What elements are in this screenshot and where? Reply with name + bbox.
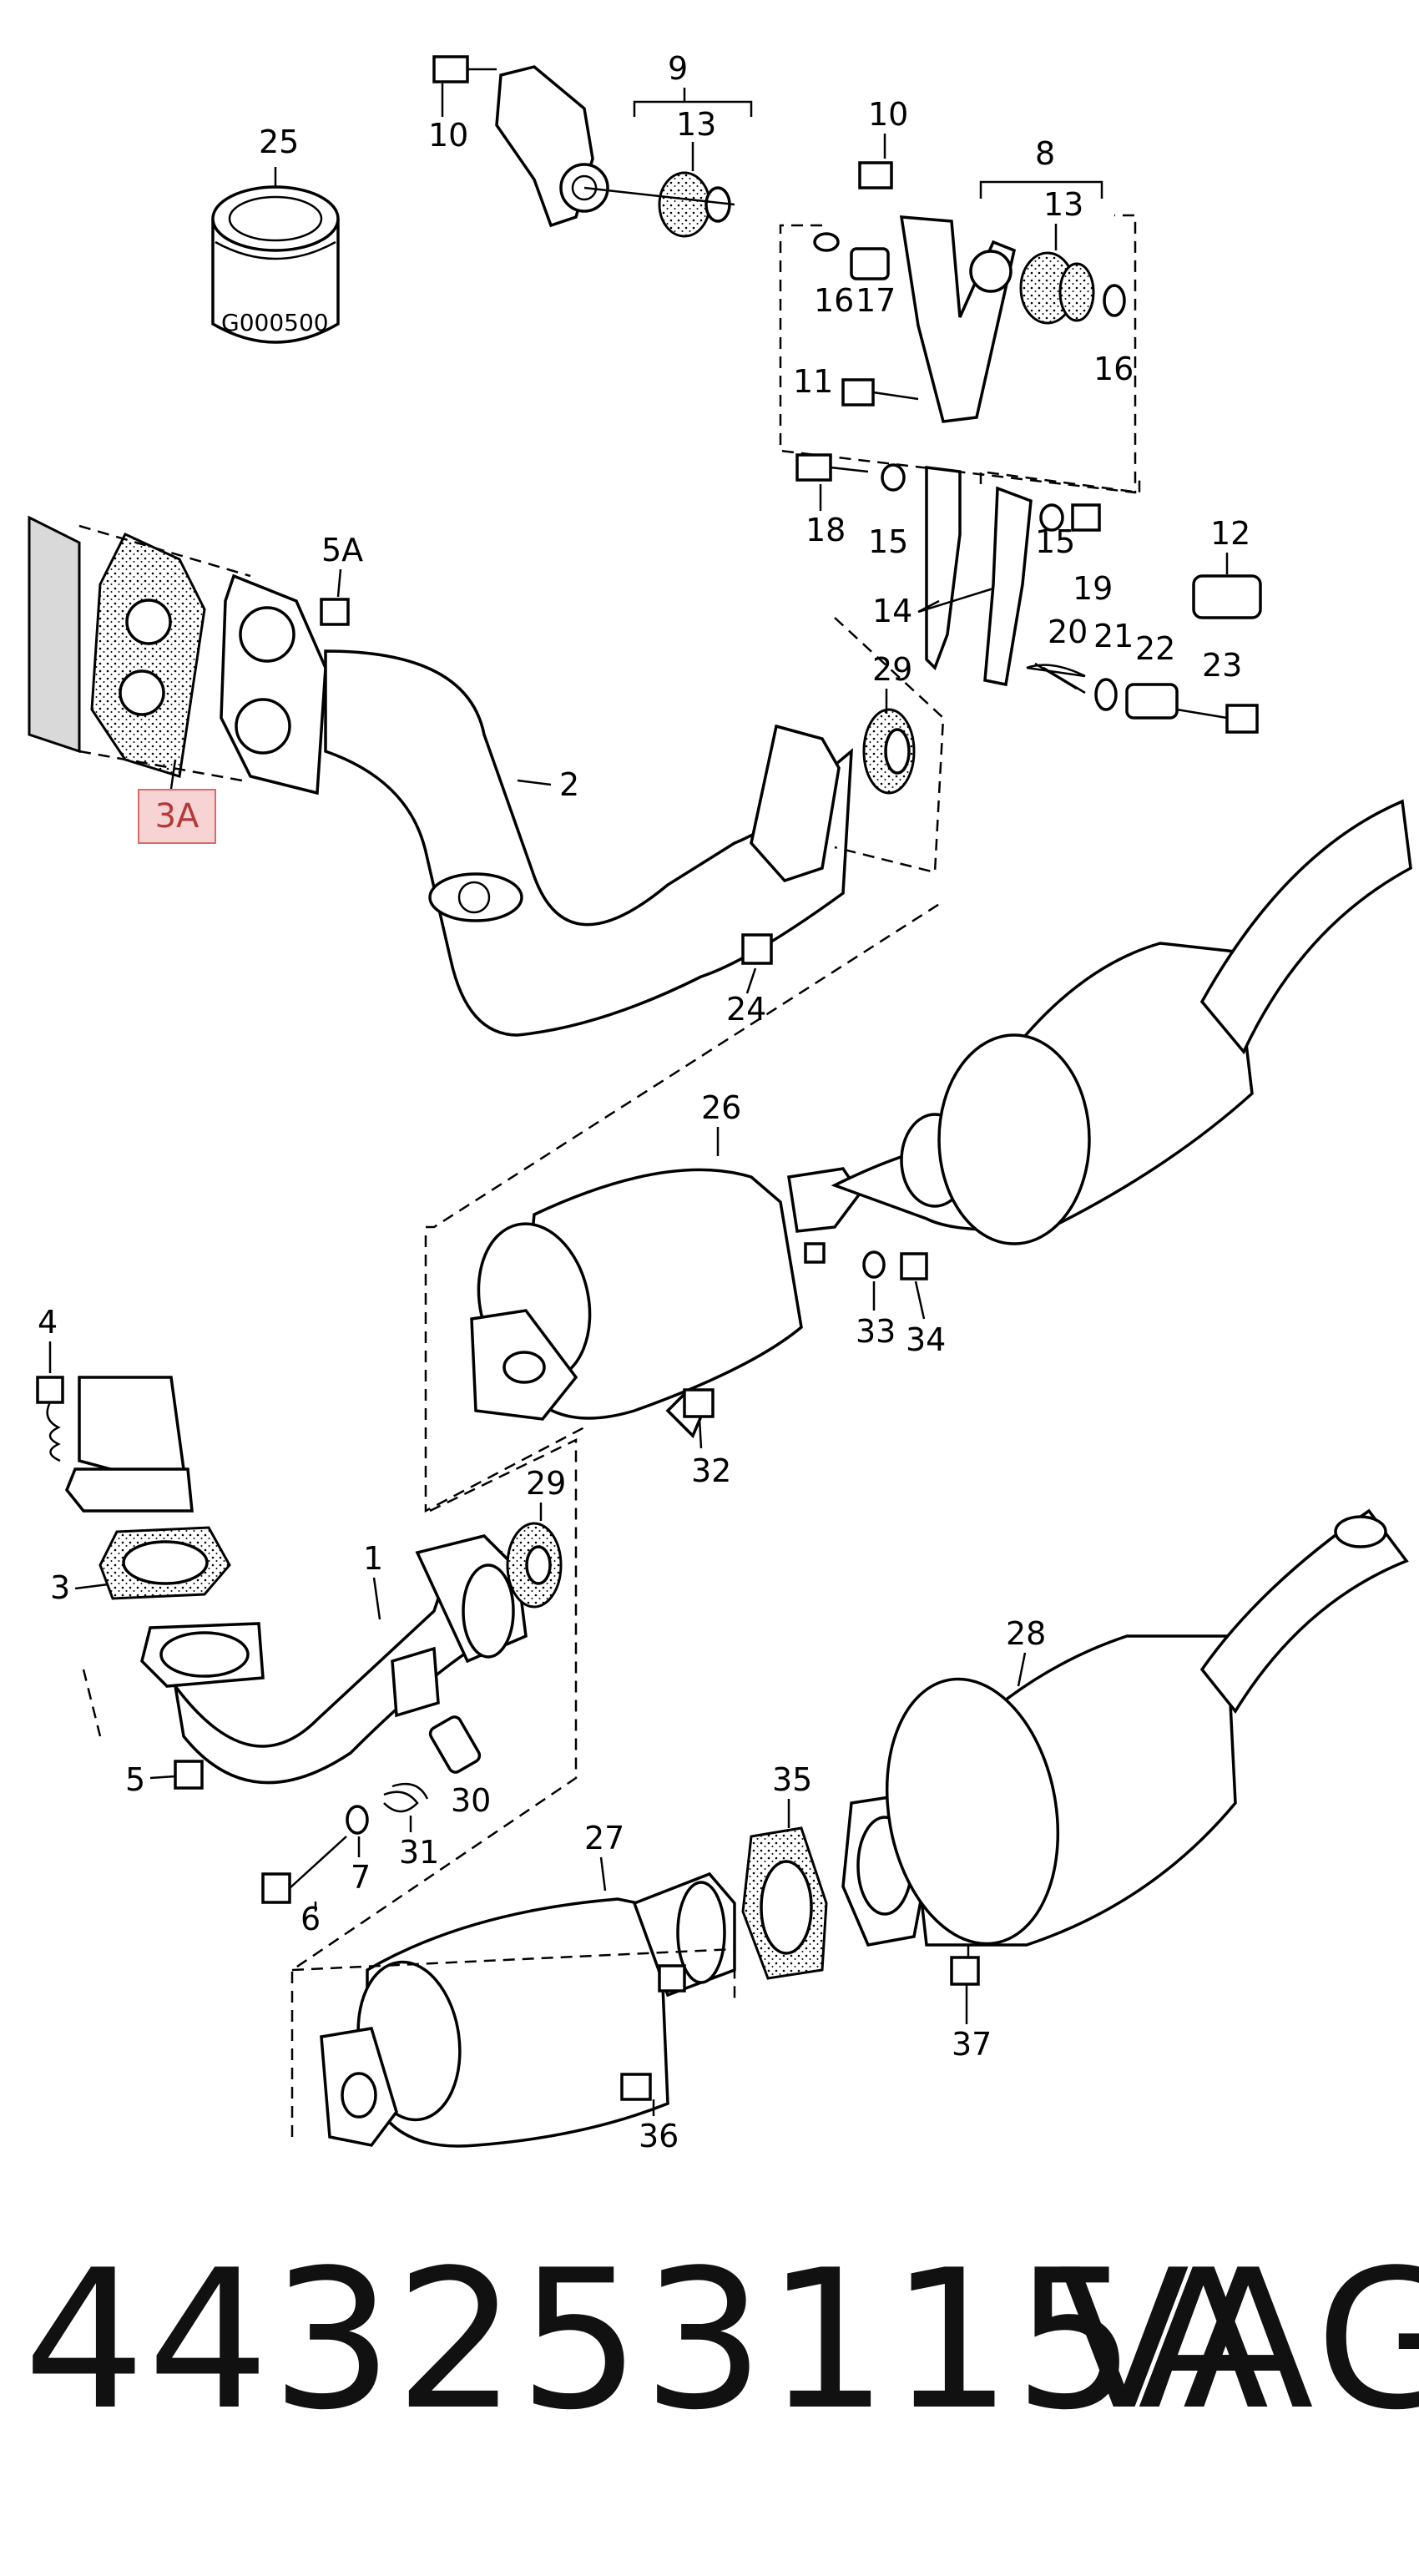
label-3: 3 [50,1569,70,1606]
part-number: 443253115A [23,2230,1271,2452]
label-10-right: 10 [868,96,908,133]
label-37: 37 [952,2026,992,2063]
brand-label: VAG [1058,2230,1419,2452]
label-35: 35 [772,1761,812,1798]
label-27: 27 [584,1820,624,1856]
label-8: 8 [1035,135,1055,172]
exhaust-exploded-diagram: G000500 25 10 9 13 10 8 [28,50,1412,2154]
label-5: 5 [125,1761,145,1798]
label-26: 26 [701,1089,741,1126]
label-32: 32 [691,1452,731,1489]
label-33: 33 [856,1313,896,1350]
label-25: 25 [259,124,299,160]
front-pipe-2 [28,515,916,1037]
label-2: 2 [559,766,579,803]
muffler-28 [841,1508,1409,1986]
label-20: 20 [1048,614,1088,650]
label-31: 31 [399,1834,439,1871]
label-17: 17 [856,282,896,319]
label-18: 18 [805,512,846,548]
upper-mount-9 [432,55,735,238]
label-6: 6 [300,1901,321,1937]
label-23: 23 [1202,647,1242,684]
catalyst-27 [320,1871,736,2148]
label-34: 34 [906,1321,946,1358]
right-mount-8 [813,161,1126,423]
label-1: 1 [363,1540,383,1577]
label-13-right: 13 [1043,186,1083,223]
catalyst-26 [470,1167,928,1439]
label-21: 21 [1093,618,1134,654]
callout-3A: 3A [138,789,216,844]
label-15-right: 15 [1035,523,1075,560]
gasket-29-top [862,708,916,795]
label-19: 19 [1073,570,1113,607]
muffler-upper [831,799,1412,1245]
part-25-can: G000500 [211,185,340,344]
label-24: 24 [726,991,766,1028]
label-16-left: 16 [814,282,854,319]
label-22: 22 [1135,630,1175,667]
rubber-bushing-13a [658,171,731,238]
label-9: 9 [668,50,688,87]
rubber-bushing-13b [1019,251,1095,325]
gasket-35 [741,1826,828,1980]
label-10-top: 10 [428,117,468,154]
label-7: 7 [351,1859,371,1896]
label-36: 36 [639,2118,679,2154]
hanger-14 [795,453,1262,734]
label-13-top: 13 [676,106,716,143]
label-29-lower: 29 [526,1465,566,1502]
label-15-left: 15 [868,523,908,560]
front-pipe-1 [36,1376,563,1904]
label-12: 12 [1210,515,1250,552]
label-28: 28 [1006,1615,1046,1652]
label-30: 30 [451,1782,491,1819]
label-5A: 5A [321,532,363,568]
label-14: 14 [872,593,912,629]
label-11: 11 [793,363,833,400]
can-marking: G000500 [221,309,329,336]
label-4: 4 [38,1304,58,1341]
label-16-right: 16 [1093,351,1134,387]
gasket-29-lower [506,1522,563,1609]
